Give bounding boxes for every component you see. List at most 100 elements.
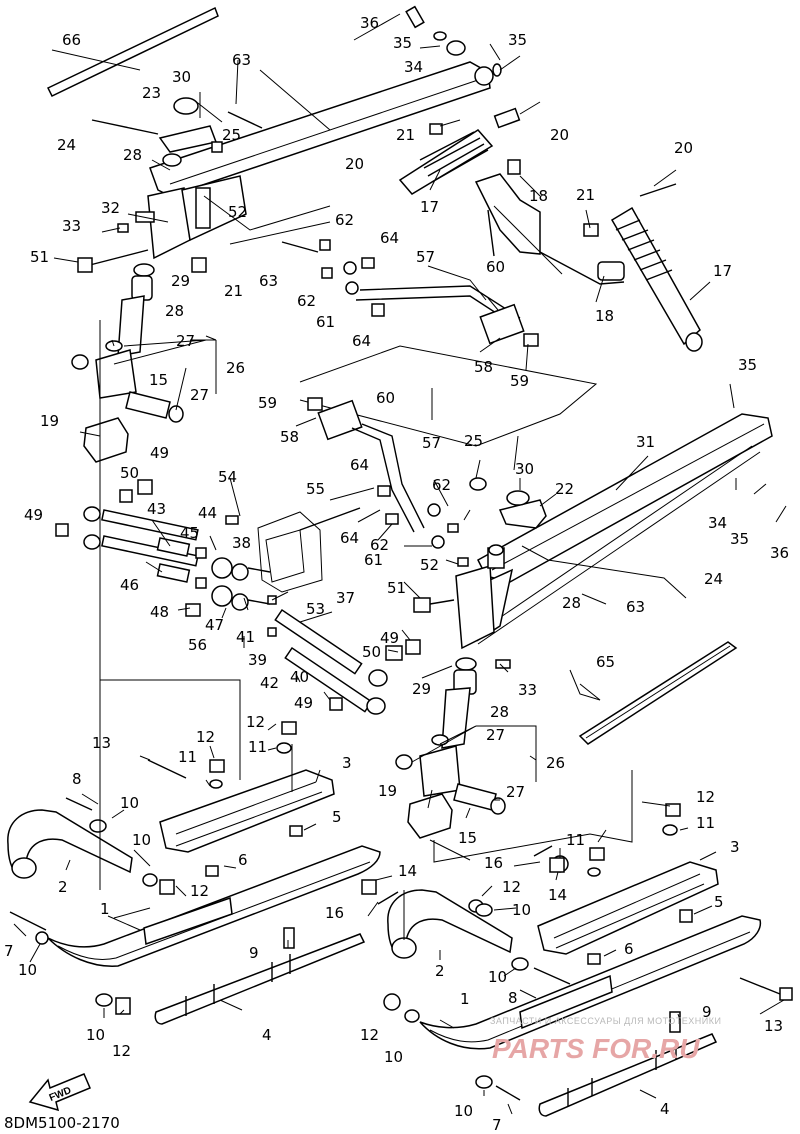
callout-c14: 20 (674, 139, 693, 157)
callout-c3: 35 (393, 34, 412, 52)
callout-c70: 52 (420, 556, 439, 574)
callout-c73: 47 (205, 616, 224, 634)
callout-c12: 20 (550, 126, 569, 144)
callout-c50: 49 (150, 444, 169, 462)
callout-c87: 29 (412, 680, 431, 698)
callout-c118: 16 (325, 904, 344, 922)
callout-c77: 28 (562, 594, 581, 612)
callout-c52: 54 (218, 468, 237, 486)
callout-c51: 25 (464, 432, 483, 450)
callout-c47: 57 (422, 434, 441, 452)
callout-c67: 62 (370, 536, 389, 554)
callout-c126: 10 (488, 968, 507, 986)
callout-c44: 59 (258, 394, 277, 412)
callout-c130: 1 (460, 990, 470, 1008)
callout-c1: 66 (62, 31, 81, 49)
callout-c28: 60 (486, 258, 505, 276)
callout-c39: 26 (226, 359, 245, 377)
callout-c36: 58 (474, 358, 493, 376)
callout-c120: 5 (714, 893, 724, 911)
callout-labels: 66 36 35 35 34 63 30 2 3 25 24 21 20 28 2… (4, 14, 789, 1134)
callout-c112: 12 (190, 882, 209, 900)
callout-c42: 35 (738, 356, 757, 374)
callout-c4: 35 (508, 31, 527, 49)
callout-c97: 3 (342, 754, 352, 772)
callout-c85: 42 (260, 674, 279, 692)
callout-c13: 28 (123, 146, 142, 164)
callout-c138: 7 (492, 1116, 502, 1134)
callout-c136: 4 (660, 1100, 670, 1118)
callout-c102: 19 (378, 782, 397, 800)
callout-c86: 40 (290, 668, 309, 686)
callout-c83: 65 (596, 653, 615, 671)
callout-c115: 14 (548, 886, 567, 904)
callout-c65: 38 (232, 534, 251, 552)
callout-c37: 59 (510, 372, 529, 390)
callout-c9: 25 (222, 126, 241, 144)
callout-c54: 30 (515, 460, 534, 478)
callout-c23: 64 (380, 229, 399, 247)
callout-c96: 11 (178, 748, 197, 766)
callout-c2: 36 (360, 14, 379, 32)
callout-c10: 24 (57, 136, 76, 154)
callout-c25: 63 (259, 272, 278, 290)
callout-c46: 58 (280, 428, 299, 446)
callout-c75: 37 (336, 589, 355, 607)
callout-c71: 24 (704, 570, 723, 588)
tie-rods (55, 479, 271, 617)
callout-c110: 16 (484, 854, 503, 872)
callout-c62: 35 (730, 530, 749, 548)
callout-c99: 27 (506, 783, 525, 801)
callout-c15: 18 (529, 187, 548, 205)
callout-c131: 12 (360, 1026, 379, 1044)
callout-c121: 7 (4, 942, 14, 960)
callout-c134: 10 (384, 1048, 403, 1066)
callout-c90: 28 (490, 703, 509, 721)
callout-c128: 13 (764, 1017, 783, 1035)
callout-c20: 33 (62, 217, 81, 235)
callout-c104: 12 (696, 788, 715, 806)
callout-c79: 41 (236, 628, 255, 646)
callout-c31: 21 (224, 282, 243, 300)
callout-c24: 51 (30, 248, 49, 266)
callout-c116: 12 (502, 878, 521, 896)
callout-c49: 50 (120, 464, 139, 482)
callout-c29: 17 (713, 262, 732, 280)
callout-c127: 8 (508, 989, 518, 1007)
callout-c58: 62 (432, 476, 451, 494)
callout-c61: 34 (708, 514, 727, 532)
callout-c6: 63 (232, 51, 251, 69)
callout-c60: 44 (198, 504, 217, 522)
callout-c93: 13 (92, 734, 111, 752)
callout-c98: 26 (546, 754, 565, 772)
callout-c26: 57 (416, 248, 435, 266)
callout-c119: 10 (512, 901, 531, 919)
callout-c43: 19 (40, 412, 59, 430)
callout-c11: 21 (396, 126, 415, 144)
callout-c94: 12 (196, 728, 215, 746)
callout-c68: 46 (120, 576, 139, 594)
callout-c106: 11 (696, 814, 715, 832)
callout-c56: 43 (147, 500, 166, 518)
callout-c34: 18 (595, 307, 614, 325)
callout-c22: 21 (576, 186, 595, 204)
callout-c117: 1 (100, 900, 110, 918)
callout-c114: 11 (566, 831, 585, 849)
callout-c124: 10 (18, 961, 37, 979)
callout-c80: 63 (626, 598, 645, 616)
callout-c32: 28 (165, 302, 184, 320)
callout-c17: 32 (101, 199, 120, 217)
callout-c88: 33 (518, 681, 537, 699)
callout-c38: 27 (176, 332, 195, 350)
callout-c33: 61 (316, 313, 335, 331)
callout-c123: 6 (624, 940, 634, 958)
callout-c125: 2 (435, 962, 445, 980)
callout-c92: 27 (486, 726, 505, 744)
decal-strip-66 (46, 6, 219, 97)
callout-c19: 17 (420, 198, 439, 216)
callout-c72: 48 (150, 603, 169, 621)
watermark-logo: PARTS FOR.RU (492, 1033, 700, 1064)
drawing-lines (7, 5, 793, 1117)
